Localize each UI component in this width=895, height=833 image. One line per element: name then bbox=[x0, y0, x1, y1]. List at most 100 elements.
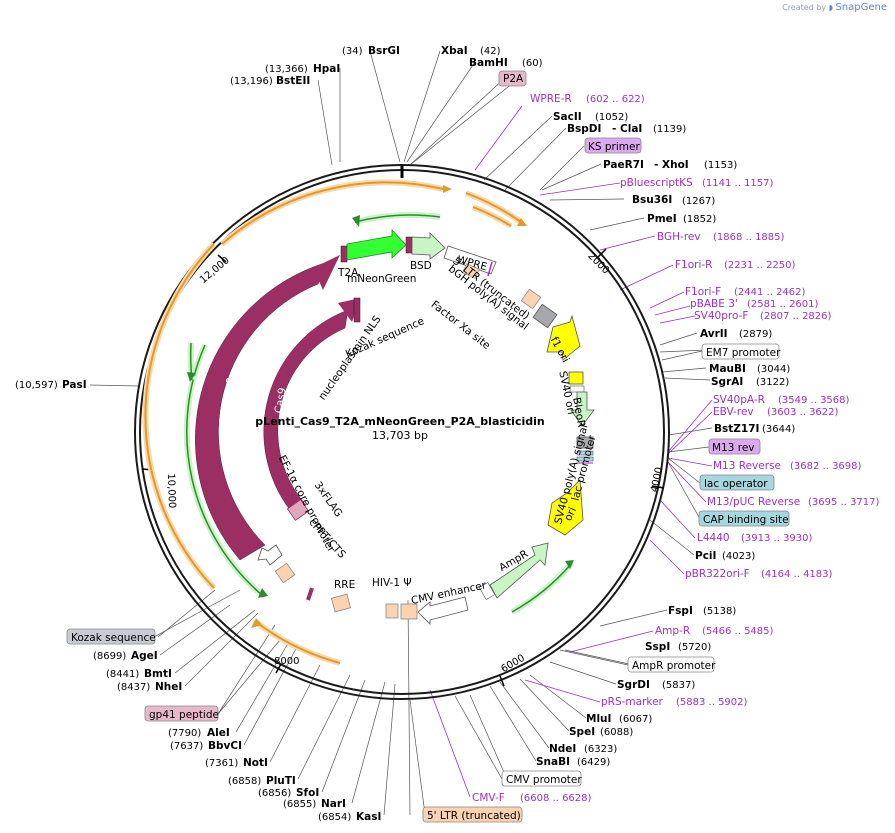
primer-m13puc-reverse: M13/pUC Reverse bbox=[707, 496, 800, 508]
primer-m13-reverse: M13 Reverse bbox=[713, 460, 781, 472]
site-ndei: NdeI bbox=[549, 743, 576, 755]
mneongreen-arrow bbox=[346, 228, 407, 261]
primer-amp-r: Amp-R bbox=[655, 625, 690, 637]
primer-bgh-rev: BGH-rev bbox=[657, 231, 701, 243]
cas9-outer-arrow bbox=[195, 255, 340, 561]
box-gp41-peptide: gp41 peptide bbox=[149, 709, 219, 721]
site-bspdi: BspDI bbox=[567, 123, 601, 135]
gray-box-2 bbox=[576, 436, 594, 449]
box-cmv-promoter: CMV promoter bbox=[506, 774, 582, 786]
site-pos-alei: (7790) bbox=[168, 728, 201, 739]
primer-pos-l4440: (3913 .. 3930) bbox=[741, 533, 813, 544]
label-bsd: BSD bbox=[410, 260, 432, 272]
plasmid-size: 13,703 bp bbox=[372, 429, 428, 442]
site-pos-bstz17i: (3644) bbox=[762, 424, 795, 435]
primer-cmv-f: CMV-F bbox=[472, 792, 505, 804]
flag-box bbox=[286, 499, 310, 521]
snapgene-brand: Created by ◗ SnapGene bbox=[782, 2, 887, 13]
site-pluti: PluTI bbox=[266, 775, 296, 787]
site-agei: AgeI bbox=[131, 650, 158, 662]
brand-name: SnapGene bbox=[835, 2, 887, 13]
site-pos-kasi: (6854) bbox=[318, 812, 351, 823]
label-cas9-inner: Cas9 bbox=[273, 387, 289, 415]
ampr-arrow bbox=[489, 542, 549, 599]
wpre-box bbox=[443, 245, 497, 275]
green-arcs bbox=[183, 212, 575, 615]
site-pos-avrii: (2879) bbox=[739, 329, 772, 340]
primers: WPRE-R (602 .. 622) pBluescriptKS (1141 … bbox=[472, 93, 880, 804]
site-pos-fspi: (5138) bbox=[703, 606, 736, 617]
site-bmti: BmtI bbox=[144, 668, 172, 680]
site-xhoi: - XhoI bbox=[654, 159, 689, 171]
boxed-labels: P2A KS primer EM7 promoter M13 rev lac o… bbox=[66, 70, 790, 823]
site-pos-pasi: (10,597) bbox=[15, 380, 58, 391]
leader-lines bbox=[89, 50, 713, 816]
tick-6000: 6000 bbox=[499, 653, 527, 675]
box-m13-rev: M13 rev bbox=[712, 442, 755, 454]
primer-wpre-r: WPRE-R bbox=[530, 93, 572, 105]
primer-pos-bgh-rev: (1868 .. 1885) bbox=[713, 232, 785, 243]
site-bstz17i: BstZ17I bbox=[714, 423, 759, 435]
site-pos-bsrgi: (34) bbox=[342, 46, 363, 57]
site-pos-snabi: (6429) bbox=[577, 757, 610, 768]
site-pos-bsteii: (13,196) bbox=[230, 76, 273, 87]
site-pos-noti: (7361) bbox=[205, 758, 238, 769]
label-bleor: BleoR bbox=[570, 396, 587, 428]
site-sspi: SspI bbox=[645, 641, 670, 653]
sv40ori-box bbox=[568, 371, 584, 385]
site-pos-sgrdi: (5837) bbox=[662, 680, 695, 691]
tick-2000: 2000 bbox=[585, 251, 611, 277]
site-pasi: PasI bbox=[62, 379, 87, 391]
tick-10000: 10,000 bbox=[165, 473, 177, 508]
site-pos-ndei: (6323) bbox=[584, 744, 617, 755]
site-noti: NotI bbox=[243, 757, 268, 769]
primer-pos-prs-marker: (5883 .. 5902) bbox=[676, 697, 748, 708]
site-xbai: XbaI bbox=[441, 45, 468, 57]
site-paer7i: PaeR7I bbox=[603, 159, 644, 171]
tick-8000: 8000 bbox=[274, 656, 299, 667]
site-kasi: KasI bbox=[356, 811, 381, 823]
cppt-box bbox=[274, 562, 296, 584]
site-bbvci: BbvCI bbox=[208, 740, 242, 752]
label-cas9-outer: Cas9 bbox=[221, 376, 237, 404]
box-lac-operator: lac operator bbox=[704, 478, 768, 490]
site-nhei: NheI bbox=[155, 681, 182, 693]
f1ori-arrow bbox=[546, 314, 581, 361]
site-bsteii: BstEII bbox=[276, 75, 310, 87]
site-pos-agei: (8699) bbox=[93, 651, 126, 662]
site-bsu36i: Bsu36I bbox=[632, 194, 672, 206]
site-sgrdi: SgrDI bbox=[617, 679, 650, 691]
site-pos-bbvci: (7637) bbox=[170, 741, 203, 752]
site-pos-bsu36i: (1267) bbox=[682, 196, 715, 207]
label-ori: ori bbox=[562, 505, 579, 522]
bleor-arrow bbox=[570, 391, 595, 427]
snapgene-logo-icon: ◗ bbox=[828, 3, 833, 12]
primer-sv40pa-r: SV40pA-R bbox=[713, 394, 765, 406]
orange-arcs bbox=[142, 179, 527, 666]
hiv-psi-box-1 bbox=[385, 603, 399, 619]
site-snabi: SnaBI bbox=[536, 756, 570, 768]
primer-f1ori-r: F1ori-R bbox=[675, 259, 712, 271]
ori-arrow bbox=[547, 479, 584, 536]
site-pos-sacii: (1052) bbox=[595, 112, 628, 123]
tick-4000: 4000 bbox=[649, 466, 665, 493]
site-pos-bamhi: (60) bbox=[522, 58, 543, 69]
site-pmei: PmeI bbox=[647, 213, 677, 225]
primer-pos-sv40pro-f: (2807 .. 2826) bbox=[760, 311, 832, 322]
site-spei: SpeI bbox=[569, 726, 595, 738]
label-t2a: T2A bbox=[337, 267, 359, 279]
site-pos-bspdi: (1139) bbox=[653, 124, 686, 135]
site-pos-nari: (6855) bbox=[283, 799, 316, 810]
primer-pos-amp-r: (5466 .. 5485) bbox=[702, 626, 774, 637]
ring-ticks bbox=[141, 248, 665, 687]
ltr-small-box bbox=[462, 263, 480, 279]
label-hiv-psi: HIV-1 Ψ bbox=[372, 577, 412, 589]
cmv-enhancer-arrow bbox=[417, 596, 469, 625]
site-pos-sgrai: (3122) bbox=[756, 377, 789, 388]
site-pcii: PciI bbox=[695, 550, 716, 562]
site-pos-sfoi: (6856) bbox=[258, 788, 291, 799]
site-mlui: MluI bbox=[586, 713, 611, 725]
primer-pos-m13-reverse: (3682 .. 3698) bbox=[790, 461, 862, 472]
site-pos-nhei: (8437) bbox=[117, 682, 150, 693]
primer-pos-f1ori-f: (2441 .. 2462) bbox=[734, 287, 806, 298]
